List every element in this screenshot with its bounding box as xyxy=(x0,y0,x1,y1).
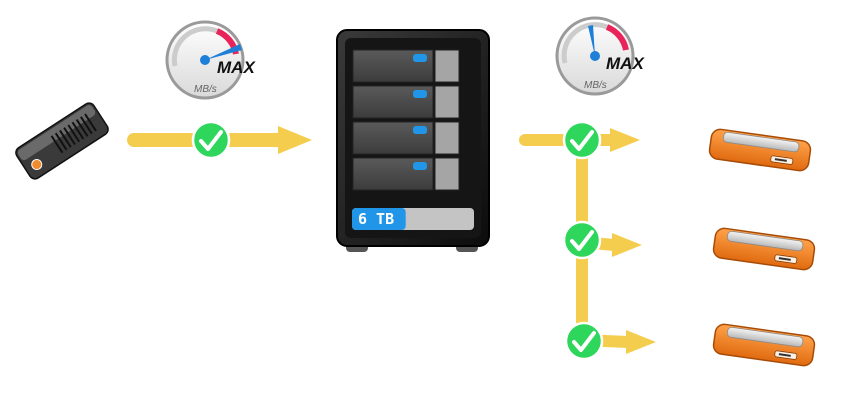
destination-speed-gauge: MAX MB/s xyxy=(555,16,645,96)
gauge-max-label: MAX xyxy=(217,58,256,77)
source-drive-icon xyxy=(15,102,109,180)
destination-drive-icon xyxy=(712,323,816,367)
drive-bay xyxy=(352,121,460,155)
destination-drive-icon xyxy=(708,128,812,172)
gauge-needle-icon xyxy=(588,25,600,61)
source-speed-gauge: MAX MB/s xyxy=(165,20,256,100)
check-icon xyxy=(562,120,602,160)
check-icon xyxy=(564,321,604,361)
arrow-head-icon xyxy=(626,330,656,354)
drive-bay xyxy=(352,157,460,191)
gauge-needle-icon xyxy=(200,44,242,65)
drive-bay xyxy=(352,85,460,119)
drive-bay xyxy=(352,49,460,83)
source-check-icon xyxy=(191,120,231,160)
capacity-fill xyxy=(352,208,406,230)
capacity-label: 6 TB xyxy=(358,210,394,228)
arrow-head-icon xyxy=(612,233,642,257)
gauge-unit-label: MB/s xyxy=(194,84,217,95)
capacity-bar: 6 TB xyxy=(352,208,474,230)
bay-led-icon xyxy=(413,126,427,134)
arrow-head-icon xyxy=(610,128,640,152)
bay-led-icon xyxy=(413,162,427,170)
gauge-max-label: MAX xyxy=(606,54,645,73)
check-icon xyxy=(562,220,602,260)
gauge-unit-label: MB/s xyxy=(584,80,607,91)
destination-drive-icon xyxy=(712,227,816,271)
nas-enclosure: 6 TB xyxy=(336,29,490,252)
bay-led-icon xyxy=(413,54,427,62)
bay-led-icon xyxy=(413,90,427,98)
